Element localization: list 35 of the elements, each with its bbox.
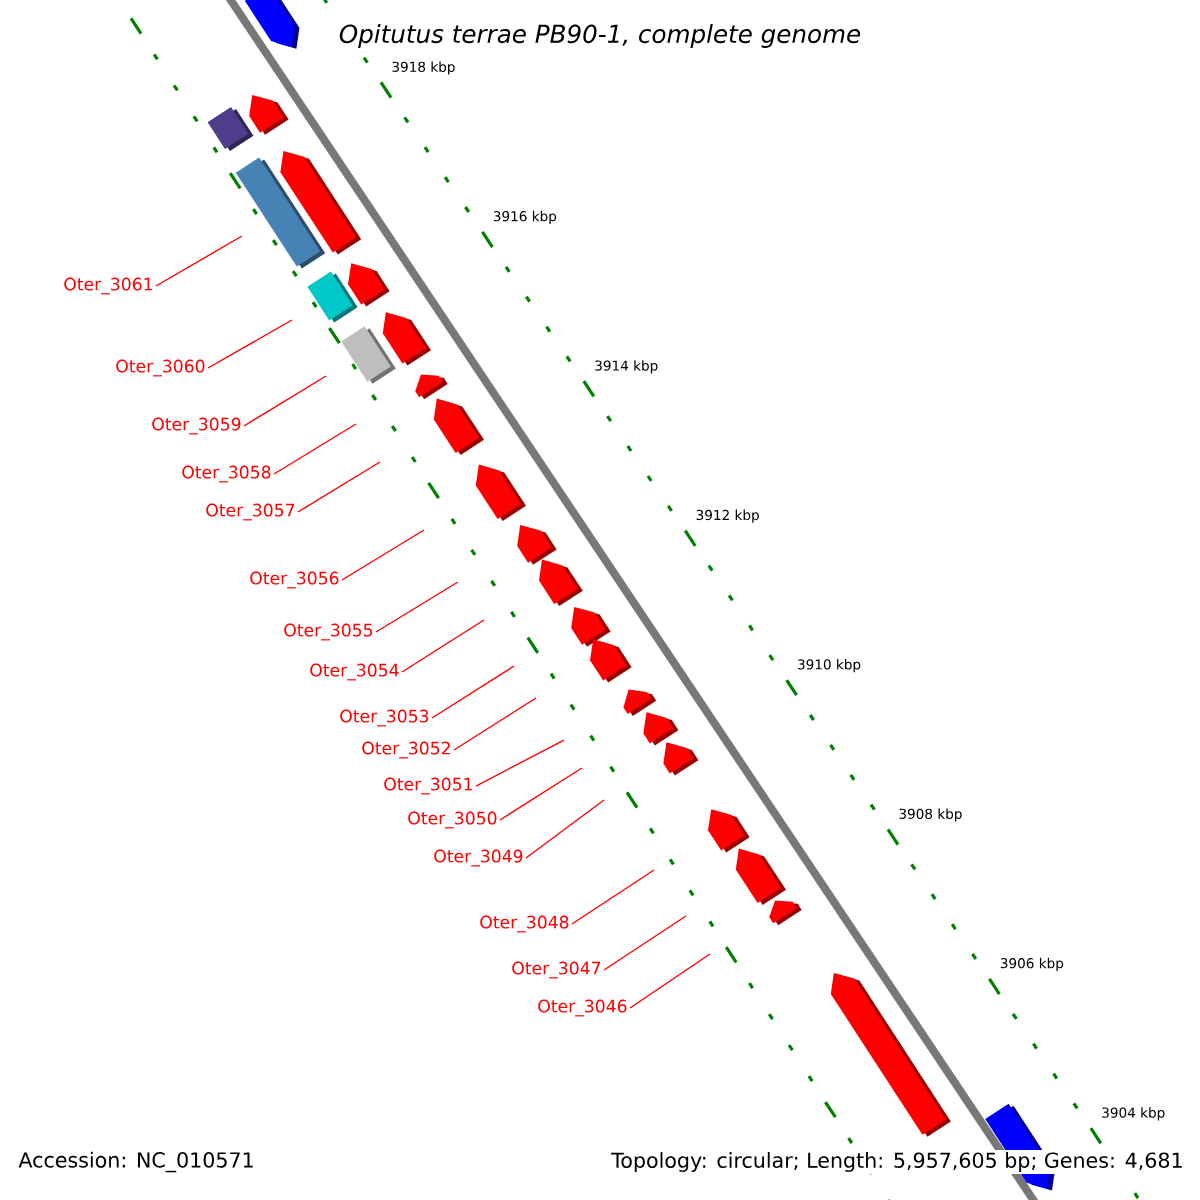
gene-label: Oter_3054: [310, 663, 399, 681]
leader-line: [155, 235, 243, 287]
leader-line: [475, 739, 565, 787]
leader-line: [525, 799, 605, 859]
gene-label: Oter_3057: [206, 503, 295, 521]
gene-label: Oter_3056: [250, 571, 339, 589]
leader-line: [431, 665, 515, 719]
gene-label: Oter_3047: [512, 961, 601, 979]
leader-line: [453, 697, 537, 751]
gene-label: Oter_3061: [64, 277, 152, 295]
leader-line: [243, 375, 327, 427]
leader-line: [629, 953, 711, 1009]
leader-line: [273, 423, 357, 475]
gene-label: Oter_3058: [182, 465, 271, 483]
leader-line: [207, 319, 293, 369]
leader-line: [297, 461, 381, 513]
title: Opitutus terrae PB90-1, complete genome: [336, 22, 864, 50]
leader-line: [571, 869, 655, 925]
leader-line: [341, 529, 425, 581]
gene-label: Oter_3055: [284, 623, 373, 641]
gene-label: Oter_3046: [538, 999, 627, 1017]
gene-label: Oter_3050: [408, 811, 497, 829]
leader-line: [401, 619, 485, 673]
leader-line: [499, 767, 583, 821]
gene-label: Oter_3052: [362, 741, 450, 759]
gene-label: Oter_3059: [152, 417, 241, 435]
leader-line: [603, 915, 687, 971]
gene-label: Oter_3053: [340, 709, 429, 727]
gene-label: Oter_3048: [480, 915, 569, 933]
gene-label: Oter_3051: [384, 777, 472, 795]
genome-info-text: Topology: circular; Length: 5,957,605 bp; Genes: 4,681: [609, 1150, 1186, 1174]
gene-label: Oter_3049: [434, 849, 523, 867]
gene-label: Oter_3060: [116, 359, 205, 377]
accession-text: Accession: NC_010571: [16, 1149, 257, 1175]
leader-line: [375, 581, 459, 633]
